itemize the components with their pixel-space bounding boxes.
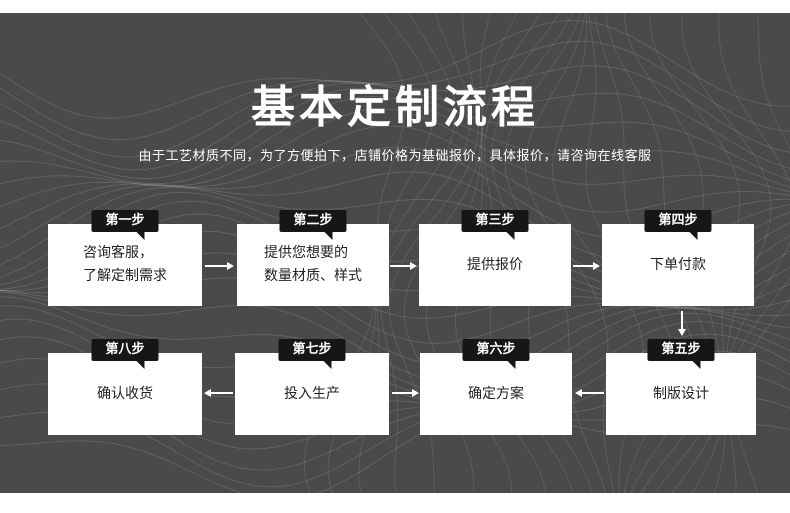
step-7-box: 投入生产 xyxy=(235,353,389,435)
wave-line xyxy=(0,108,790,193)
wave-line xyxy=(0,65,790,158)
step-2-badge: 第二步 xyxy=(279,210,347,240)
arrow-6-to-7 xyxy=(392,389,419,397)
step-5-box: 制版设计 xyxy=(606,353,756,435)
step-8-box: 确认收货 xyxy=(48,353,202,435)
step-4-badge: 第四步 xyxy=(644,210,712,240)
page-title: 基本定制流程 xyxy=(251,82,539,133)
step-6-box: 确定方案 xyxy=(420,353,572,435)
arrow-5-to-6 xyxy=(575,389,604,397)
arrow-1-to-2 xyxy=(205,262,234,270)
step-3-badge: 第三步 xyxy=(461,210,529,240)
wave-line xyxy=(0,296,790,396)
step-7-text: 投入生产 xyxy=(284,385,340,402)
wave-line xyxy=(0,40,790,141)
step-2-text: 提供您想要的 数量材质、样式 xyxy=(264,245,362,284)
step-8-badge: 第八步 xyxy=(91,339,159,369)
wave-line xyxy=(0,291,790,383)
wave-line xyxy=(0,82,790,171)
step-1-text: 咨询客服， 了解定制需求 xyxy=(83,245,167,284)
step-3-text: 提供报价 xyxy=(467,256,523,273)
flow-canvas: 基本定制流程 由于工艺材质不同，为了方便拍下，店铺价格为基础报价，具体报价，请咨… xyxy=(0,13,790,493)
step-1-box: 咨询客服， 了解定制需求 xyxy=(48,224,202,306)
arrow-2-to-3 xyxy=(390,262,417,270)
wave-line xyxy=(0,125,790,213)
step-6-badge: 第六步 xyxy=(462,339,530,369)
step-8-text: 确认收货 xyxy=(97,385,153,402)
flow-arrows xyxy=(204,262,686,397)
wave-line xyxy=(0,96,790,188)
step-1-badge: 第一步 xyxy=(91,210,159,240)
step-3-box: 提供报价 xyxy=(419,224,571,306)
step-2-box: 提供您想要的 数量材质、样式 xyxy=(237,224,389,306)
step-6-text: 确定方案 xyxy=(468,385,524,402)
step-4-text: 下单付款 xyxy=(650,256,706,273)
step-5-badge: 第五步 xyxy=(647,339,715,369)
step-7-badge: 第七步 xyxy=(278,339,346,369)
step-5-text: 制版设计 xyxy=(653,385,709,402)
page-subtitle: 由于工艺材质不同，为了方便拍下，店铺价格为基础报价，具体报价，请咨询在线客服 xyxy=(138,149,652,164)
wave-line xyxy=(380,13,471,493)
arrow-3-to-4 xyxy=(573,262,600,270)
step-4-box: 下单付款 xyxy=(602,224,754,306)
wave-line xyxy=(0,20,790,119)
arrow-7-to-8 xyxy=(204,389,233,397)
wave-line xyxy=(0,87,790,181)
arrow-4-to-5 xyxy=(678,311,686,336)
